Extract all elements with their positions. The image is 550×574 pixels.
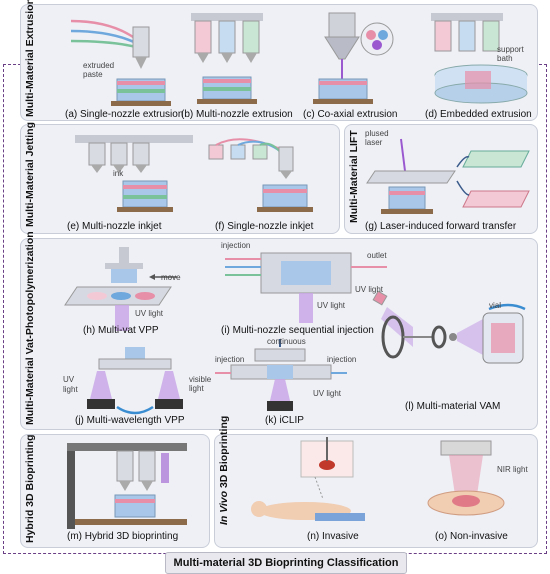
hybrid-illustration — [67, 443, 187, 529]
caption-d: (d) Embedded extrusion — [425, 109, 532, 120]
hybrid-panel: Hybrid 3D Bioprinting (m) Hybrid 3D biop… — [20, 434, 210, 548]
uv-light-note-h: UV light — [135, 309, 164, 318]
multi-vat-illustration — [64, 247, 177, 331]
caption-k: (k) iCLIP — [265, 415, 304, 426]
invasive-illustration — [251, 437, 365, 521]
jetting-panel: Multi-Material Jetting ink (e) Multi-noz… — [20, 121, 340, 234]
outlet-note: outlet — [367, 251, 387, 260]
uv-light-note-l: UV light — [355, 285, 384, 294]
figure-title: Multi-material 3D Bioprinting Classifica… — [165, 552, 407, 574]
embedded-illustration — [431, 13, 528, 104]
vam-illustration — [372, 290, 526, 364]
injection-note-k2: injection — [327, 355, 357, 364]
multi-nozzle-illustration — [191, 13, 263, 104]
uv-note-j: UV — [63, 375, 75, 384]
caption-l: (l) Multi-material VAM — [405, 401, 501, 412]
invivo-label-rest: 3D Bioprinting — [218, 415, 230, 491]
caption-f: (f) Single-nozzle inkjet — [215, 221, 314, 232]
sequential-injection-illustration — [225, 252, 387, 323]
ink-note: ink — [113, 169, 124, 178]
invivo-panel: In Vivo 3D Bioprinting (n) Invasive NIR … — [214, 416, 538, 548]
single-nozzle-illustration — [70, 19, 171, 106]
vial-note: vial — [489, 301, 502, 310]
invivo-label: In Vivo 3D Bioprinting — [218, 416, 230, 525]
caption-g: (g) Laser-induced forward transfer — [365, 221, 517, 232]
jetting-label: Multi-Material Jetting — [24, 121, 36, 227]
lift-panel: Multi-Material LIFT plused laser (g) Las… — [344, 124, 538, 234]
move-note: move — [161, 273, 181, 282]
single-inkjet-illustration — [208, 138, 313, 212]
caption-e: (e) Multi-nozzle inkjet — [67, 221, 162, 232]
caption-c: (c) Co-axial extrusion — [303, 109, 398, 120]
multi-inkjet-illustration — [75, 135, 193, 212]
caption-b: (b) Multi-nozzle extrusion — [181, 109, 293, 120]
vat-label: Multi-Material Vat-Photopolymerization — [24, 231, 36, 425]
extruded-paste-note: extruded paste — [83, 61, 115, 79]
nir-light-note: NIR light — [497, 465, 528, 474]
caption-o: (o) Non-invasive — [435, 531, 508, 542]
vat-panel: Multi-Material Vat-Photopolymerization m… — [20, 231, 538, 430]
injection-note-i: injection — [221, 241, 251, 250]
hybrid-label: Hybrid 3D Bioprinting — [24, 434, 36, 544]
uv-light-note-i: UV light — [317, 301, 346, 310]
iclip-illustration — [215, 339, 347, 411]
lift-illustration — [366, 138, 530, 214]
caption-n: (n) Invasive — [307, 531, 359, 542]
caption-i: (i) Multi-nozzle sequential injection — [221, 325, 374, 336]
pulsed-laser-note: plused laser — [365, 129, 389, 147]
caption-h: (h) Multi-vat VPP — [83, 325, 159, 336]
extrusion-panel: Multi-Material Extrusion extruded paste … — [20, 0, 538, 121]
caption-a: (a) Single-nozzle extrusion — [65, 109, 184, 120]
visible-light-note: visible light — [189, 375, 212, 393]
lift-label: Multi-Material LIFT — [348, 130, 360, 223]
noninvasive-illustration — [427, 440, 505, 516]
invivo-label-italic: In Vivo — [218, 490, 230, 525]
coaxial-illustration — [313, 12, 394, 104]
uv-light-note-k: UV light — [313, 389, 342, 398]
extrusion-label: Multi-Material Extrusion — [24, 0, 36, 117]
caption-j: (j) Multi-wavelength VPP — [75, 415, 185, 426]
continuous-note: continuous — [267, 337, 306, 346]
injection-note-k1: injection — [215, 355, 245, 364]
support-bath-note: support bath — [497, 45, 524, 63]
multi-wavelength-illustration — [87, 347, 183, 415]
light-note-j: light — [63, 385, 78, 394]
caption-m: (m) Hybrid 3D bioprinting — [67, 531, 179, 542]
